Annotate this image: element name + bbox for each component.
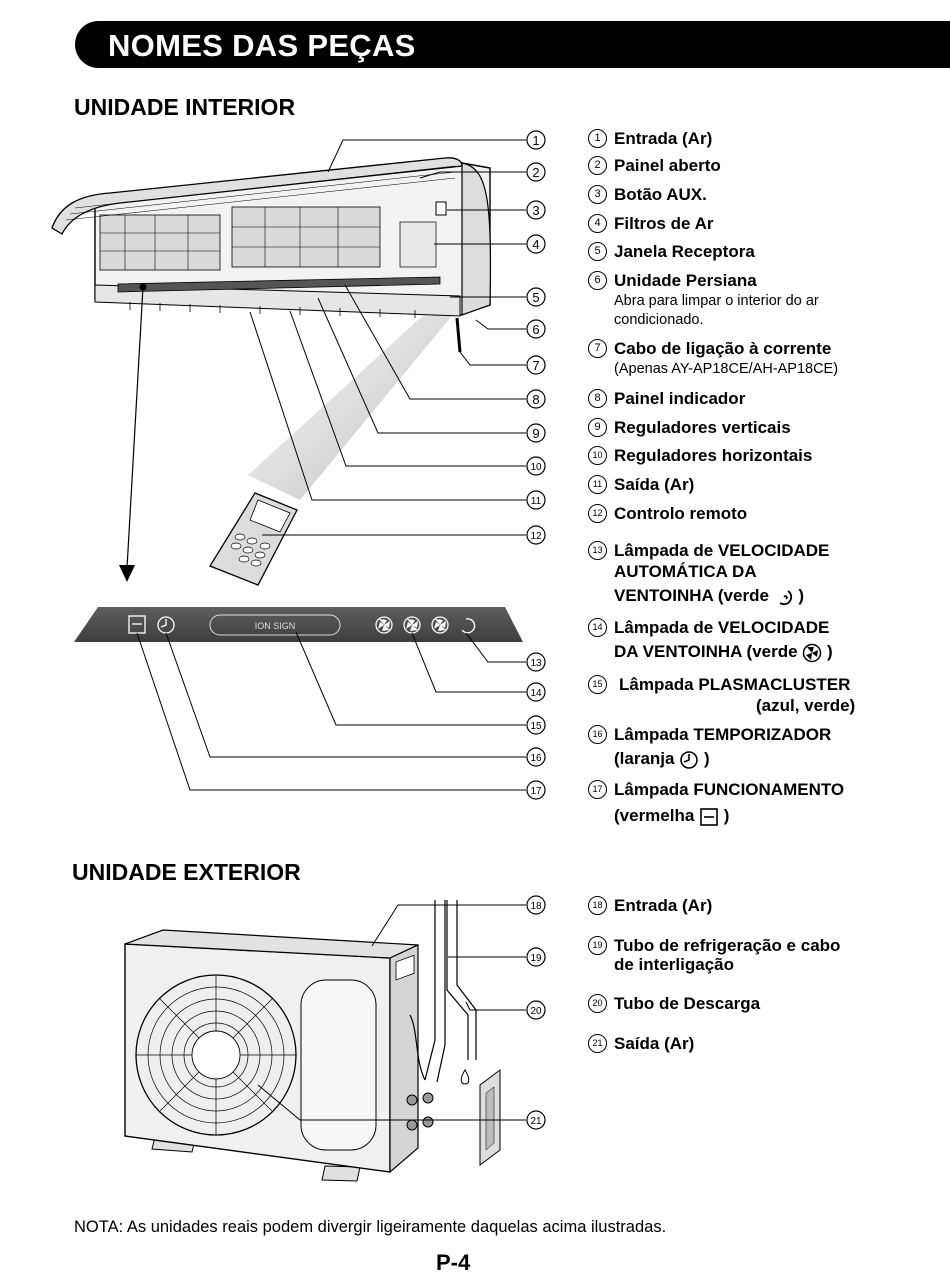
page-number: P-4 xyxy=(436,1250,471,1275)
operation-icon xyxy=(700,807,718,826)
fan-speed-icon xyxy=(803,643,822,662)
svg-text:2: 2 xyxy=(532,165,539,180)
down-arrow-icon xyxy=(119,565,135,582)
indoor-unit-illustration: ION SIGN 1 2 3 4 5 6 7 8 9 10 xyxy=(51,130,546,800)
svg-text:14: 14 xyxy=(530,688,542,699)
aux-button xyxy=(435,201,447,216)
remote-control-illustration xyxy=(209,492,298,586)
svg-text:6: 6 xyxy=(532,322,539,337)
svg-text:5: 5 xyxy=(532,290,539,305)
open-front-panel xyxy=(51,157,463,235)
svg-text:19: 19 xyxy=(530,953,542,964)
svg-text:18: 18 xyxy=(530,901,542,912)
fan-grille xyxy=(135,974,297,1136)
auto-fan-icon xyxy=(779,589,792,605)
svg-text:3: 3 xyxy=(532,203,539,218)
svg-text:21: 21 xyxy=(530,1116,542,1127)
svg-text:9: 9 xyxy=(532,426,539,441)
timer-icon xyxy=(680,750,699,769)
page-title: NOMES DAS PEÇAS xyxy=(108,28,416,63)
outdoor-section-title: UNIDADE EXTERIOR xyxy=(72,859,301,885)
indicator-strip xyxy=(117,276,441,293)
svg-text:13: 13 xyxy=(530,658,542,669)
ion-sign-label: ION SIGN xyxy=(255,621,296,631)
svg-text:10: 10 xyxy=(530,462,542,473)
footnote: NOTA: As unidades reais podem divergir l… xyxy=(74,1218,667,1236)
title-banner: NOMES DAS PEÇAS xyxy=(75,21,950,68)
air-filters xyxy=(99,206,381,271)
svg-text:17: 17 xyxy=(530,786,542,797)
svg-text:7: 7 xyxy=(532,358,539,373)
svg-text:1: 1 xyxy=(532,133,539,148)
svg-text:16: 16 xyxy=(530,753,542,764)
svg-text:11: 11 xyxy=(531,496,542,507)
svg-text:4: 4 xyxy=(532,237,539,252)
svg-text:20: 20 xyxy=(530,1006,542,1017)
drip-icon xyxy=(460,1069,470,1085)
svg-text:8: 8 xyxy=(532,392,539,407)
signal-beam xyxy=(248,300,455,500)
outdoor-unit-illustration: 18 19 20 21 xyxy=(124,895,546,1182)
indoor-section-title: UNIDADE INTERIOR xyxy=(74,94,296,120)
power-cable xyxy=(455,317,462,353)
svg-text:15: 15 xyxy=(530,721,542,732)
svg-text:12: 12 xyxy=(530,531,542,542)
